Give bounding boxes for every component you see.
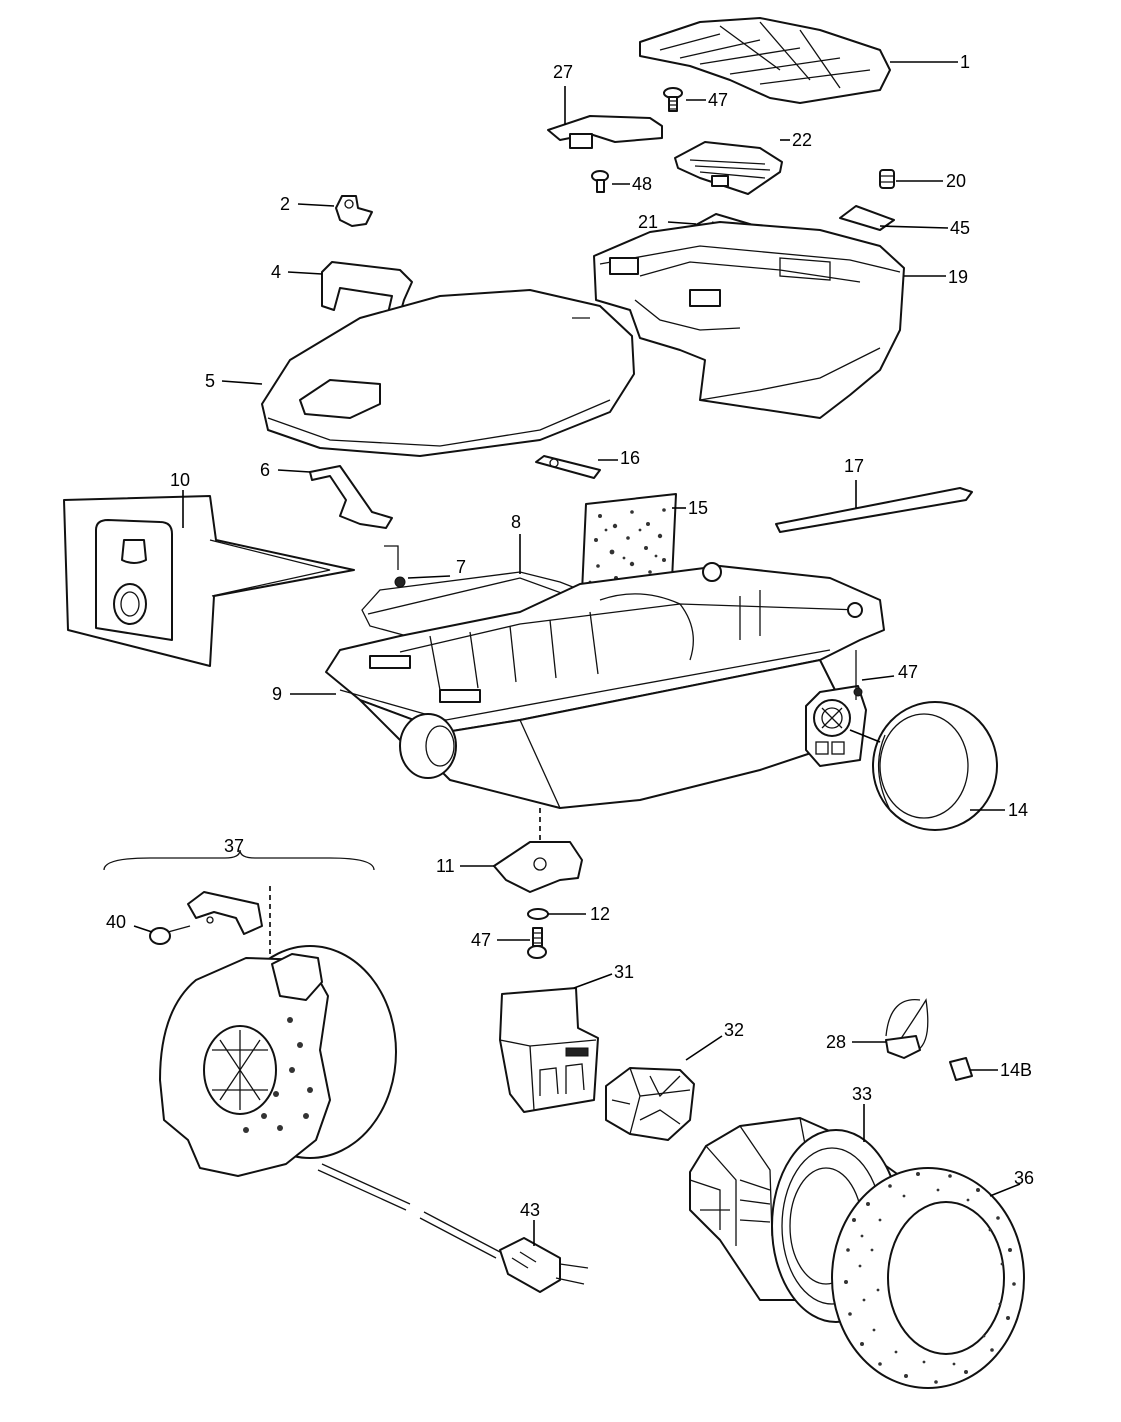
label-15: 15 (688, 498, 708, 518)
label-37: 37 (224, 836, 244, 856)
part-11-bracket (493, 841, 583, 893)
brace-37 (103, 849, 375, 871)
label-4: 4 (271, 262, 281, 282)
label-19: 19 (948, 267, 968, 287)
part-27-cover (547, 115, 663, 149)
label-48: 48 (632, 174, 652, 194)
part-5-lid (261, 289, 635, 457)
part-37-reel-bracket (187, 891, 263, 935)
label-32: 32 (724, 1020, 744, 1040)
label-21: 21 (638, 212, 658, 232)
label-14b: 14B (1000, 1060, 1032, 1080)
part-19-upper-housing (593, 221, 905, 419)
label-5: 5 (205, 371, 215, 391)
label-11: 11 (436, 856, 455, 876)
part-48-screw (591, 170, 609, 193)
part-31-mount (499, 987, 599, 1113)
part-40-clip (149, 925, 191, 945)
label-47-bottom: 47 (471, 930, 491, 950)
part-12-washer (527, 908, 549, 920)
part-43-power-cord (317, 1163, 589, 1293)
part-2-valve (335, 195, 373, 227)
part-47-screw-bottom (527, 927, 547, 959)
label-40: 40 (106, 912, 126, 932)
part-16-pin (535, 455, 601, 479)
label-16: 16 (620, 448, 640, 468)
label-1: 1 (960, 52, 970, 72)
part-1-top-cover (639, 17, 891, 104)
part-9-base-body (325, 562, 885, 809)
label-12: 12 (590, 904, 610, 924)
label-8: 8 (511, 512, 521, 532)
part-36-foam-ring (831, 1167, 1025, 1389)
part-7-spring (384, 545, 406, 588)
label-14: 14 (1008, 800, 1028, 820)
label-17: 17 (844, 456, 864, 476)
part-22-grille (674, 141, 783, 195)
label-28: 28 (826, 1032, 846, 1052)
label-7: 7 (456, 557, 466, 577)
label-9: 9 (272, 684, 282, 704)
label-47-right: 47 (898, 662, 918, 682)
part-45-strip (839, 205, 895, 231)
label-47-top: 47 (708, 90, 728, 110)
label-36: 36 (1014, 1168, 1034, 1188)
label-22: 22 (792, 130, 812, 150)
part-14-wheel (872, 701, 998, 831)
part-10-dust-bag (63, 495, 355, 667)
label-27: 27 (553, 62, 573, 82)
part-33-motor (689, 1117, 901, 1323)
part-6-latch (309, 465, 393, 529)
label-20: 20 (946, 171, 966, 191)
part-32-motor-mount (605, 1067, 695, 1141)
label-31: 31 (614, 962, 634, 982)
label-2: 2 (280, 194, 290, 214)
label-6: 6 (260, 460, 270, 480)
part-47-screw-top (663, 87, 683, 112)
label-33: 33 (852, 1084, 872, 1104)
part-14b-pad (949, 1057, 973, 1081)
label-43: 43 (520, 1200, 540, 1220)
part-17-rod (775, 487, 973, 533)
part-37-cord-reel (159, 945, 397, 1177)
part-20-clip (879, 169, 895, 189)
part-28-sensor (885, 998, 929, 1059)
label-45: 45 (950, 218, 970, 238)
label-10: 10 (170, 470, 190, 490)
